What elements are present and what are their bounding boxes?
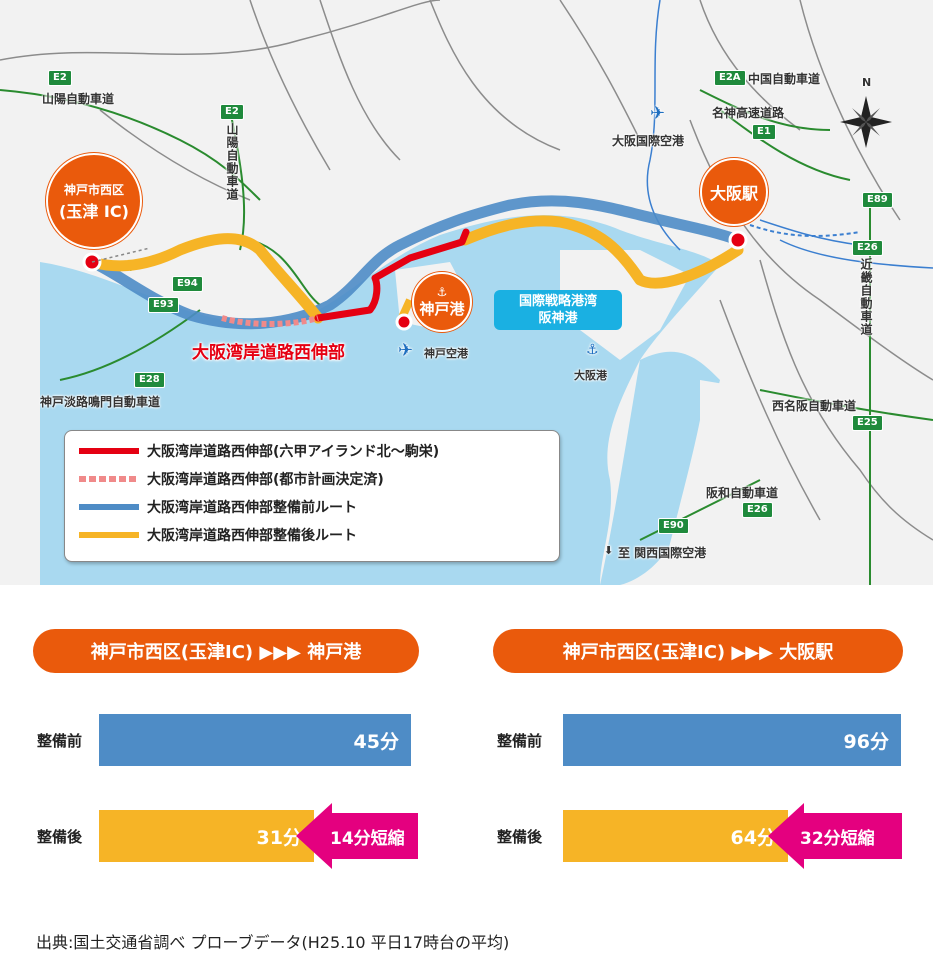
strategic-port-box: 国際戦略港湾 阪神港 xyxy=(494,290,622,330)
built-section-line xyxy=(314,228,470,322)
shield-e90: E90 xyxy=(658,518,689,534)
shield-e89: E89 xyxy=(862,192,893,208)
before-route-line xyxy=(86,195,744,330)
shield-e28: E28 xyxy=(134,372,165,388)
kansai-airport-label: 至 関西国際空港 xyxy=(618,546,707,560)
osaka-station-label: 大阪駅 xyxy=(709,184,758,203)
sanyo-expressway-vertical-label: 山陽自動車道 xyxy=(225,123,239,201)
after-value-osaka-station: 64分 xyxy=(730,826,776,849)
saving-arrow-kobe-port xyxy=(296,803,418,869)
hanwa-expressway-label: 阪和自動車道 xyxy=(706,486,779,500)
strategic-port-line1: 国際戦略港湾 xyxy=(518,294,597,309)
legend-swatch-before xyxy=(79,504,139,510)
map-legend: 大阪湾岸道路西伸部(六甲アイランド北～駒栄) 大阪湾岸道路西伸部(都市計画決定済… xyxy=(64,430,560,562)
before-bar-osaka-station: 96分 xyxy=(563,714,901,766)
osaka-port-anchor-icon: ⚓ xyxy=(586,342,599,358)
kobe-port-badge: ⚓ 神戸港 xyxy=(412,272,472,332)
down-arrow-icon: ⬇ xyxy=(604,544,614,557)
origin-connector xyxy=(91,247,151,263)
kobe-port-marker xyxy=(395,313,413,331)
meishin-expressway-label: 名神高速道路 xyxy=(712,106,785,120)
route-name-label: 大阪湾岸道路西伸部 xyxy=(192,343,345,363)
saving-label-kobe-port: 14分短縮 xyxy=(330,829,405,849)
source-note: 出典:国土交通省調べ プローブデータ(H25.10 平日17時台の平均) xyxy=(36,933,510,952)
chugoku-expressway-label: 中国自動車道 xyxy=(748,72,821,86)
shield-e94: E94 xyxy=(172,276,203,292)
shield-e2-west: E2 xyxy=(48,70,72,86)
legend-swatch-after xyxy=(79,532,139,538)
saving-arrow-osaka-station xyxy=(768,803,902,869)
origin-line1: 神戸市西区 xyxy=(63,182,124,197)
kobe-awaji-expressway-label: 神戸淡路鳴門自動車道 xyxy=(40,395,161,409)
legend-label-before: 大阪湾岸道路西伸部整備前ルート xyxy=(147,500,357,516)
planned-rail xyxy=(749,224,861,237)
kobe-airport-label: 神戸空港 xyxy=(424,347,468,360)
comparison-title-osaka-station: 神戸市西区(玉津IC) ▶▶▶ 大阪駅 xyxy=(493,629,903,673)
osaka-station-marker xyxy=(728,230,748,250)
legend-row-before: 大阪湾岸道路西伸部整備前ルート xyxy=(79,495,357,519)
before-label-kobe-port: 整備前 xyxy=(37,732,83,750)
shield-e1: E1 xyxy=(752,124,776,140)
shield-e2a: E2A xyxy=(714,70,746,86)
saving-label-osaka-station: 32分短縮 xyxy=(800,829,875,849)
legend-row-built: 大阪湾岸道路西伸部(六甲アイランド北～駒栄) xyxy=(79,439,439,463)
origin-badge: 神戸市西区 (玉津 IC) xyxy=(46,153,142,249)
legend-label-after: 大阪湾岸道路西伸部整備後ルート xyxy=(147,528,357,544)
route-map: N E2 山陽自動車道 E2 山陽自動車道 E2A 中国自動車道 E1 名神高速… xyxy=(0,0,933,585)
comparison-title-kobe-port: 神戸市西区(玉津IC) ▶▶▶ 神戸港 xyxy=(33,629,419,673)
kobe-airport-icon: ✈ xyxy=(398,340,414,361)
after-bar-osaka-station: 64分 xyxy=(563,810,788,862)
before-bar-kobe-port: 45分 xyxy=(99,714,411,766)
rivers xyxy=(646,0,933,269)
legend-swatch-planned xyxy=(79,476,139,482)
compass-icon xyxy=(840,96,892,148)
north-label: N xyxy=(862,76,872,89)
after-bar-kobe-port: 31分 xyxy=(99,810,314,862)
shield-e25: E25 xyxy=(852,415,883,431)
bay-inner-east xyxy=(600,351,720,585)
before-value-kobe-port: 45分 xyxy=(353,730,399,753)
origin-line2: (玉津 IC) xyxy=(59,201,129,221)
before-label-osaka-station: 整備前 xyxy=(497,732,543,750)
shield-e26-south: E26 xyxy=(742,502,773,518)
osaka-port-label: 大阪港 xyxy=(574,369,607,382)
osaka-station-badge: 大阪駅 xyxy=(700,158,768,226)
shield-e93: E93 xyxy=(148,297,179,313)
airport-icon: ✈ xyxy=(650,103,666,124)
planned-section-line xyxy=(221,315,319,327)
anchor-icon: ⚓ xyxy=(436,284,448,299)
after-route-line xyxy=(86,215,744,324)
legend-swatch-built xyxy=(79,448,139,454)
shield-e2-central: E2 xyxy=(220,104,244,120)
kobe-port-label: 神戸港 xyxy=(419,299,465,318)
after-label-osaka-station: 整備後 xyxy=(497,828,543,846)
before-value-osaka-station: 96分 xyxy=(843,730,889,753)
osaka-airport-label: 大阪国際空港 xyxy=(612,134,685,148)
legend-row-after: 大阪湾岸道路西伸部整備後ルート xyxy=(79,523,357,547)
shield-e26-north: E26 xyxy=(852,240,883,256)
legend-label-built: 大阪湾岸道路西伸部(六甲アイランド北～駒栄) xyxy=(147,444,440,460)
sanyo-expressway-label: 山陽自動車道 xyxy=(42,92,115,106)
strategic-port-line2: 阪神港 xyxy=(538,311,578,326)
after-label-kobe-port: 整備後 xyxy=(37,828,83,846)
kinki-expressway-label: 近畿自動車道 xyxy=(859,258,873,336)
legend-label-planned: 大阪湾岸道路西伸部(都市計画決定済) xyxy=(147,472,384,488)
after-value-kobe-port: 31分 xyxy=(256,826,302,849)
nishimeihan-expressway-label: 西名阪自動車道 xyxy=(772,399,857,413)
legend-row-planned: 大阪湾岸道路西伸部(都市計画決定済) xyxy=(79,467,384,491)
osaka-port-land xyxy=(560,250,690,360)
